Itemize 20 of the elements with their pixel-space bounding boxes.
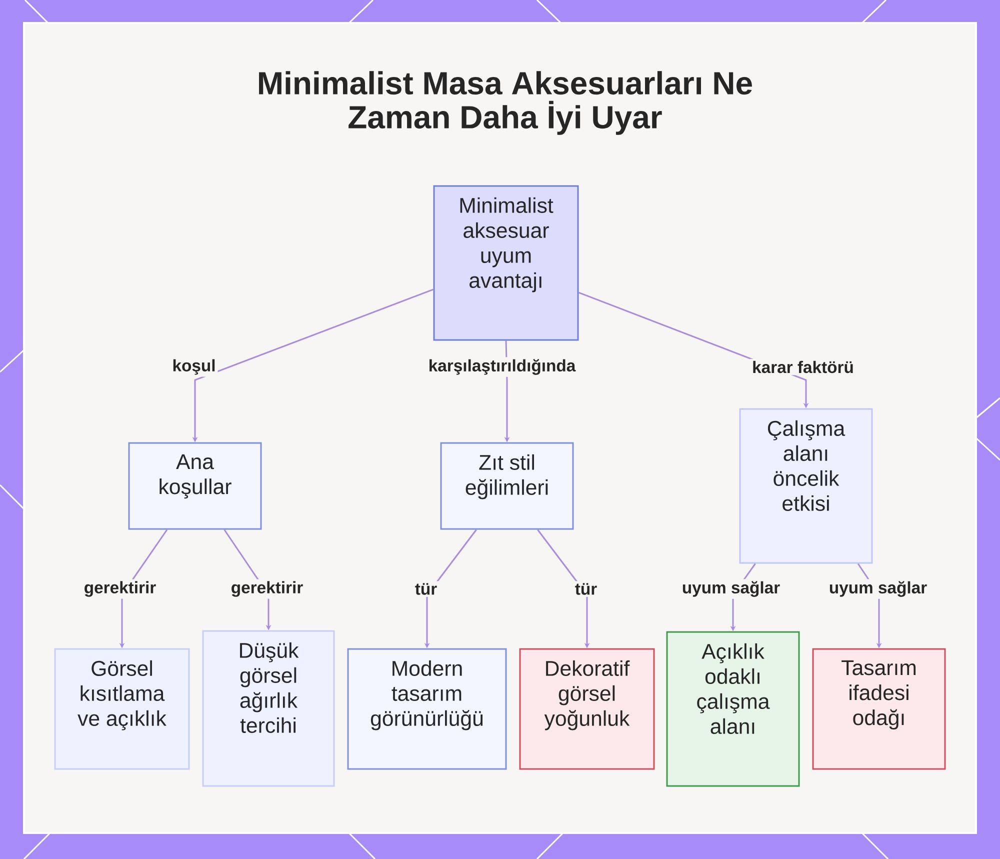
concept-box: Çalışma alanı öncelik etkisi [739,408,873,564]
edge-label: karşılaştırıldığında [426,357,578,377]
concept-box: Minimalist aksesuar uyum avantajı [433,185,579,341]
concept-box: Dekoratif görsel yoğunluk [519,648,655,770]
concept-box: Zıt stil eğilimleri [440,442,574,530]
concept-box: Modern tasarım görünürlüğü [347,648,507,770]
edge-label: tür [412,581,440,597]
concept-box: Görsel kısıtlama ve açıklık [54,648,190,770]
edge-label: uyum sağlar [680,579,782,599]
edge-label: tür [572,581,600,597]
concept-box: Açıklık odaklı çalışma alanı [666,631,800,787]
edge-label: gerektirir [228,579,306,599]
title: Minimalist Masa Aksesuarları Ne Zaman Daha İyi Uyar [259,71,752,135]
concept-box: Düşük görsel ağırlık tercihi [202,630,335,787]
concept-box: Tasarım ifadesi odağı [812,648,946,770]
edge-label: gerektirir [82,579,158,599]
edge-label: koşul [170,357,218,377]
concept-box: Ana koşullar [128,442,262,530]
edge-label: karar faktörü [750,358,856,376]
edge-label: uyum sağlar [826,579,930,599]
